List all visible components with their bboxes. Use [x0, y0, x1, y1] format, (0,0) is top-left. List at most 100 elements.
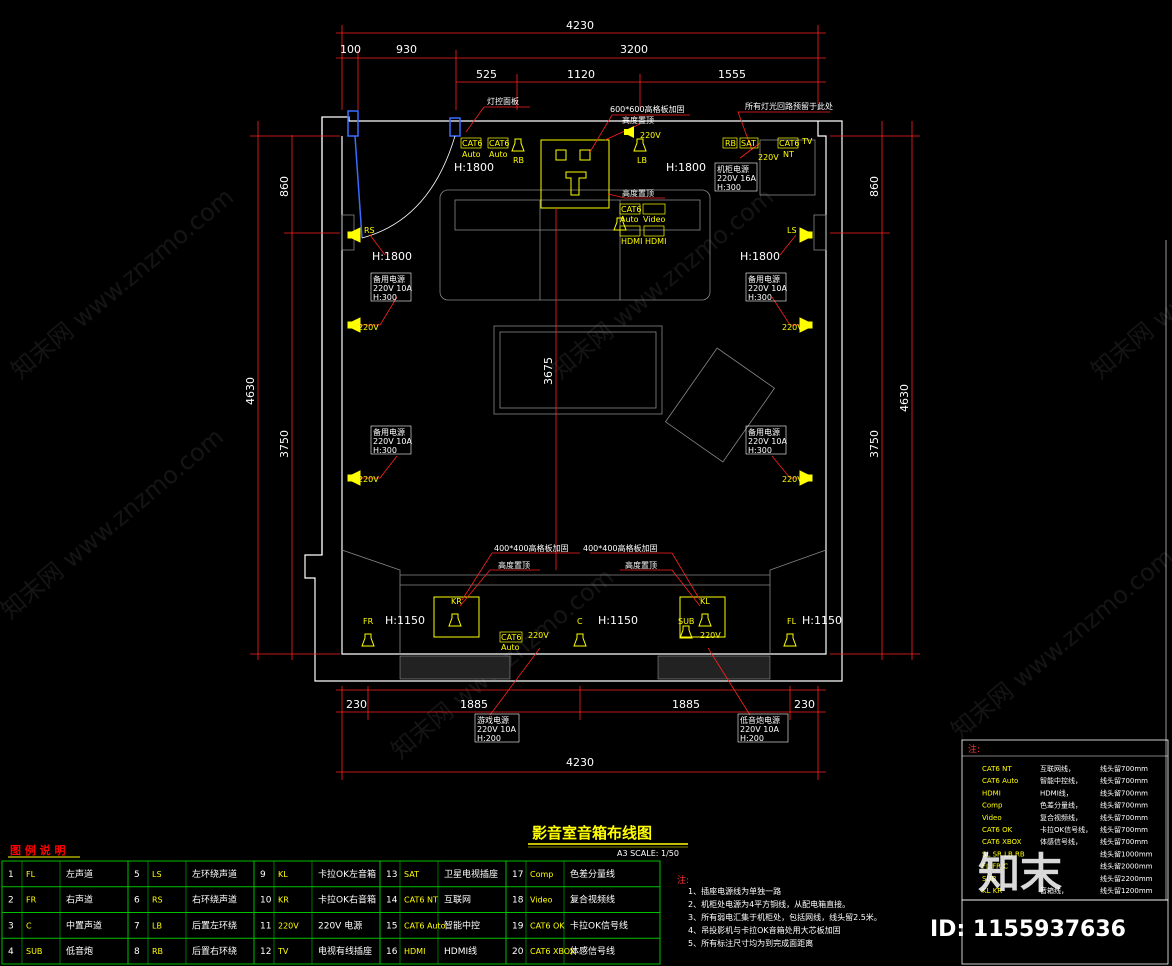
height-label: H:1150 [802, 614, 842, 627]
leader [739, 142, 761, 159]
legend-item-name: 中置声道 [66, 919, 102, 931]
door [347, 110, 461, 239]
legend-item-number: 20 [512, 947, 524, 957]
legend-item-number: 11 [260, 921, 271, 931]
sub-power-spec: 220V 10A [740, 725, 779, 734]
height-label: H:1800 [666, 161, 706, 174]
notes-block: 注: 1、插座电源线为单独一路 2、机柜处电源为4平方铜线，从配电箱直接。 3、… [677, 874, 882, 948]
dim-right-total: 4630 [898, 384, 911, 412]
tag-ls: LS [787, 226, 797, 235]
brand-logo-text: 知末 [978, 849, 1062, 898]
tag-sub: SUB [678, 617, 694, 626]
dim-top-door: 930 [396, 43, 417, 56]
side-note-tail: 线头留2000mm [1100, 862, 1153, 871]
speaker-icon [799, 317, 813, 333]
legend-item-number: 18 [512, 896, 524, 906]
side-note-tail: 线头留700mm [1100, 825, 1148, 834]
outer-wall [304, 116, 843, 682]
karaoke-box-left [433, 596, 480, 638]
legend-item-number: 9 [260, 870, 266, 880]
side-note-name: 色差分量线， [1040, 801, 1082, 810]
callout-all-lights: 所有灯光回路预留于此处 [745, 101, 833, 111]
side-note-tail: 线头留1000mm [1100, 849, 1153, 858]
callout-height-right: 高度置顶 [625, 560, 657, 570]
power-labels: 备用电源 220V 10A H:300 备用电源 220V 10A H:300 … [358, 131, 803, 743]
legend-item-symbol: CAT6 XBOX [530, 947, 576, 956]
dim-bottom-left: 230 [346, 698, 367, 711]
tag-fr: FR [363, 617, 374, 626]
legend-item-name: HDMI线 [444, 945, 477, 957]
outlet-220v: 220V [528, 631, 549, 640]
legend-item-name: 复合视频线 [570, 894, 615, 906]
watermark-text: 知末网 www.znzmo.com [6, 183, 239, 385]
legend-item-symbol: LB [152, 921, 162, 930]
outlet-220v: 220V [358, 323, 379, 332]
legend-item-number: 2 [8, 896, 14, 906]
spare-power-label: 备用电源 [748, 274, 780, 284]
leader [465, 106, 530, 133]
legend-item-name: 卡拉OK右音箱 [318, 894, 376, 906]
outlet-220v: 220V [640, 131, 661, 140]
spare-power-label: 备用电源 [373, 427, 405, 437]
legend-item-name: 电视有线插座 [318, 945, 372, 957]
tag-rb: RB [513, 156, 524, 165]
leader [461, 552, 580, 601]
tag-box [643, 225, 665, 237]
tag-cat6: CAT6 [462, 139, 482, 148]
legend-item-symbol: LS [152, 870, 162, 879]
legend-item-symbol: RB [152, 947, 163, 956]
side-note-name: 卡拉OK信号线， [1040, 825, 1092, 834]
tag-auto: Auto [489, 150, 508, 159]
spare-power-label: 备用电源 [373, 274, 405, 284]
side-notes-head: 注: [968, 743, 980, 755]
outlet-220v: 220V [782, 475, 803, 484]
tag-box [777, 137, 799, 149]
speaker-markers [347, 126, 813, 647]
tag-rb: RB [725, 139, 736, 148]
cabinet [759, 139, 816, 196]
tag-box [499, 631, 523, 643]
leader [590, 552, 701, 601]
room-walls [304, 116, 843, 682]
legend-item-symbol: RS [152, 896, 163, 905]
note-line: 2、机柜处电源为4平方铜线，从配电箱直接。 [688, 899, 850, 909]
leader [369, 234, 386, 256]
legend-item-number: 15 [386, 921, 397, 931]
legend-item-name: 右环绕声道 [192, 894, 237, 906]
height-label: H:1800 [454, 161, 494, 174]
side-note-name: HDMI线， [1040, 788, 1073, 797]
side-note-name: 体感信号线， [1040, 837, 1082, 846]
projector-box [540, 139, 610, 209]
leader [604, 123, 641, 141]
speaker-icon [679, 625, 693, 639]
tag-video: Video [643, 215, 666, 224]
height-label: H:1800 [372, 250, 412, 263]
speaker-icon [799, 470, 813, 486]
legend-item-symbol: KL [278, 870, 288, 879]
dim-bottom-mid2: 1885 [672, 698, 700, 711]
speaker-icon [799, 227, 813, 243]
dimension-lines [250, 25, 920, 780]
side-note-symbol: CAT6 XBOX [982, 838, 1022, 846]
outlet-220v: 220V [700, 631, 721, 640]
legend-item-name: 220V 电源 [318, 919, 362, 931]
projector-sq2 [579, 149, 591, 161]
dim-left-total: 4630 [244, 377, 257, 405]
legend-item-symbol: SAT [404, 870, 419, 879]
callout-height-mid: 高度置顶 [622, 188, 654, 198]
page-title: 影音室音箱布线图 [532, 824, 652, 842]
legend-item-symbol: KR [278, 896, 289, 905]
side-note-tail: 线头留1200mm [1100, 886, 1153, 895]
game-power-height: H:200 [477, 734, 501, 743]
legend-item-symbol: SUB [26, 947, 42, 956]
legend-item-number: 1 [8, 870, 14, 880]
